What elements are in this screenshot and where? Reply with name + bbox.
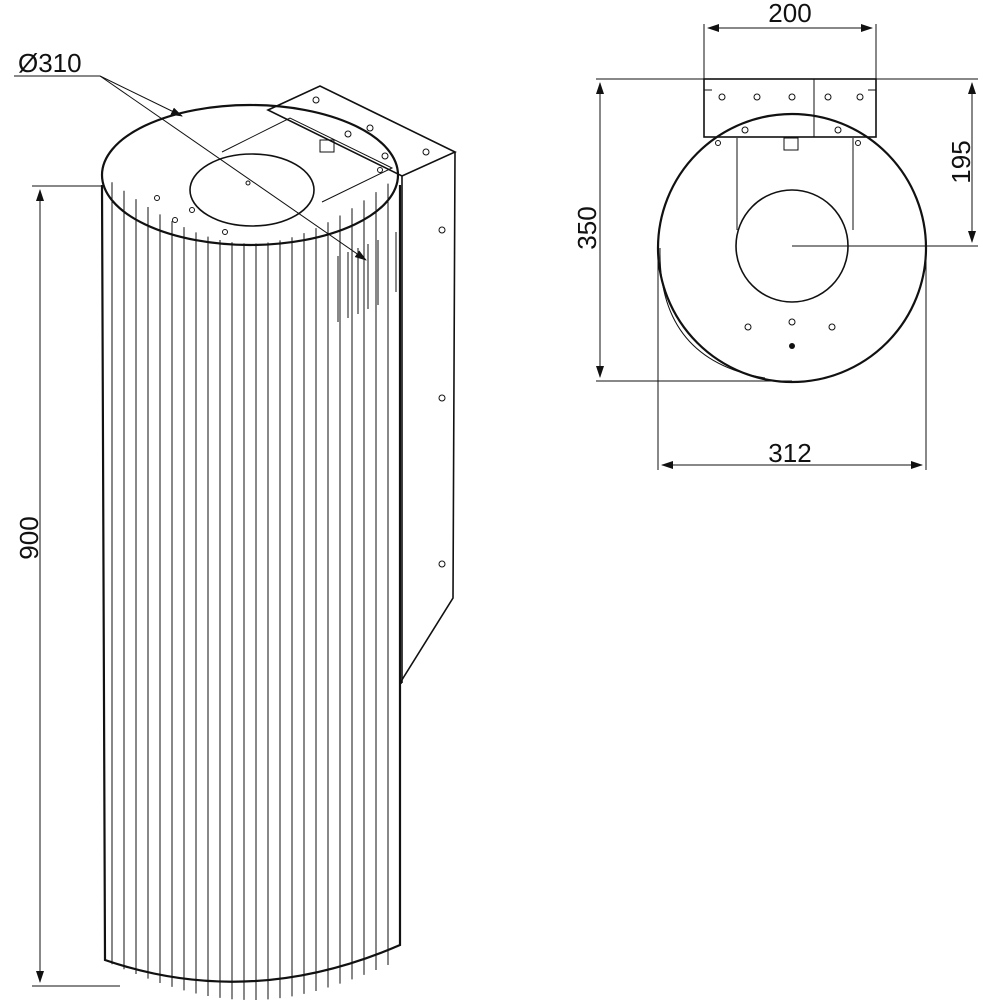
bracket-width-label: 200 <box>768 0 811 28</box>
outlet-offset-dimension: 195 <box>792 78 978 247</box>
outlet-offset-label: 195 <box>946 140 976 183</box>
outlet-ring <box>189 153 315 227</box>
top-view: 200 350 195 312 <box>572 0 978 470</box>
isometric-view: Ø310 900 <box>14 48 457 1000</box>
diameter-dimension: Ø310 <box>14 48 367 261</box>
cylinder-body <box>100 103 402 1000</box>
diameter-label: Ø310 <box>18 48 82 78</box>
height-dimension: 900 <box>14 185 120 987</box>
vent-slots <box>327 232 397 325</box>
body-width-dimension: 312 <box>657 250 927 470</box>
body-circle <box>656 112 928 384</box>
height-label: 900 <box>14 516 44 559</box>
mounting-box <box>266 85 457 684</box>
bracket-width-dimension: 200 <box>703 0 877 79</box>
depth-label: 350 <box>572 206 602 249</box>
body-width-label: 312 <box>768 438 811 468</box>
depth-dimension: 350 <box>572 78 792 382</box>
wall-bracket <box>703 78 877 151</box>
